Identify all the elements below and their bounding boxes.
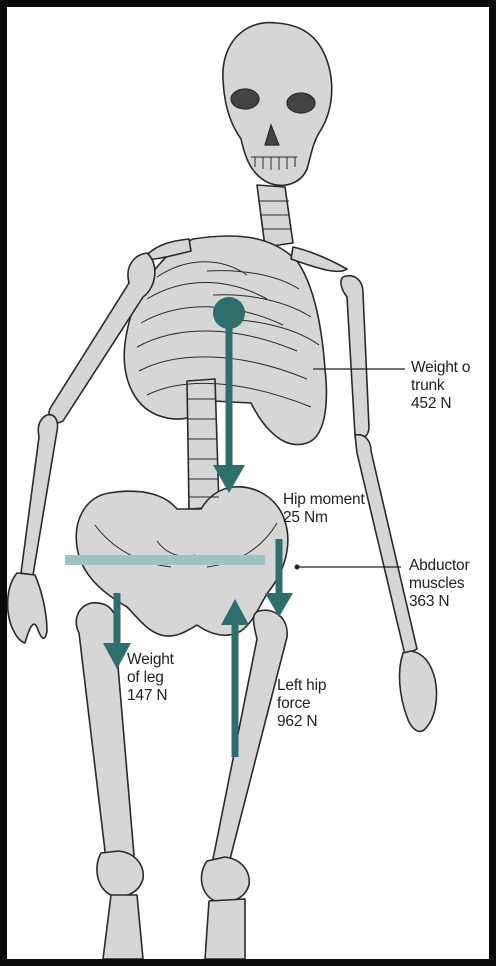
right-forearm <box>354 433 418 656</box>
leg-weight-line2: of leg <box>127 669 164 686</box>
hip-force-line3: 962 N <box>277 713 318 730</box>
right-tibia <box>204 898 246 959</box>
leg-weight-line1: Weight <box>127 651 174 668</box>
right-knee <box>200 856 250 903</box>
hip-force-label: Left hip force 962 N <box>277 677 326 731</box>
cervical-spine <box>256 184 294 248</box>
trunk-weight-label: Weight o trunk 452 N <box>411 359 470 413</box>
left-forearm <box>20 413 59 576</box>
nasal-cavity <box>264 123 280 146</box>
leg-weight-arrowhead <box>103 643 131 669</box>
right-humerus <box>340 275 370 439</box>
pelvis-tilt-bar <box>65 555 265 565</box>
right-clavicle <box>290 246 348 273</box>
trunk-weight-line2: trunk <box>411 377 445 394</box>
diagram-panel: Weight o trunk 452 N Hip moment 25 Nm Ab… <box>7 7 489 959</box>
left-eye-socket <box>230 88 260 110</box>
rib-lines <box>136 261 320 408</box>
abductor-line1: Abductor <box>409 557 470 574</box>
right-femur <box>212 609 288 864</box>
leg-weight-line3: 147 N <box>127 687 168 704</box>
hip-moment-label: Hip moment 25 Nm <box>283 491 365 527</box>
abductor-leader-dot <box>294 564 300 570</box>
right-hand <box>398 650 438 733</box>
hip-force-line1: Left hip <box>277 677 327 694</box>
ribcage <box>123 235 328 446</box>
left-knee <box>96 850 144 897</box>
trunk-weight-line1: Weight o <box>411 359 471 376</box>
trunk-weight-arrowhead <box>213 465 245 493</box>
leg-weight-label: Weight of leg 147 N <box>127 651 174 705</box>
skull <box>222 21 333 187</box>
abductor-line2: muscles <box>409 575 465 592</box>
right-eye-socket <box>286 92 316 114</box>
teeth <box>251 156 297 170</box>
hip-force-arrowhead <box>221 599 249 625</box>
hip-moment-line1: Hip moment <box>283 491 365 508</box>
trunk-weight-line3: 452 N <box>411 395 452 412</box>
hip-force-line2: force <box>277 695 311 712</box>
abductor-line3: 363 N <box>409 593 450 610</box>
left-tibia <box>102 894 144 959</box>
abductor-arrowhead <box>265 593 293 617</box>
abductor-label: Abductor muscles 363 N <box>409 557 470 611</box>
skeleton-diagram <box>7 21 438 959</box>
left-hand <box>7 572 48 644</box>
spine-segments <box>187 200 291 498</box>
hip-moment-line2: 25 Nm <box>283 509 328 526</box>
